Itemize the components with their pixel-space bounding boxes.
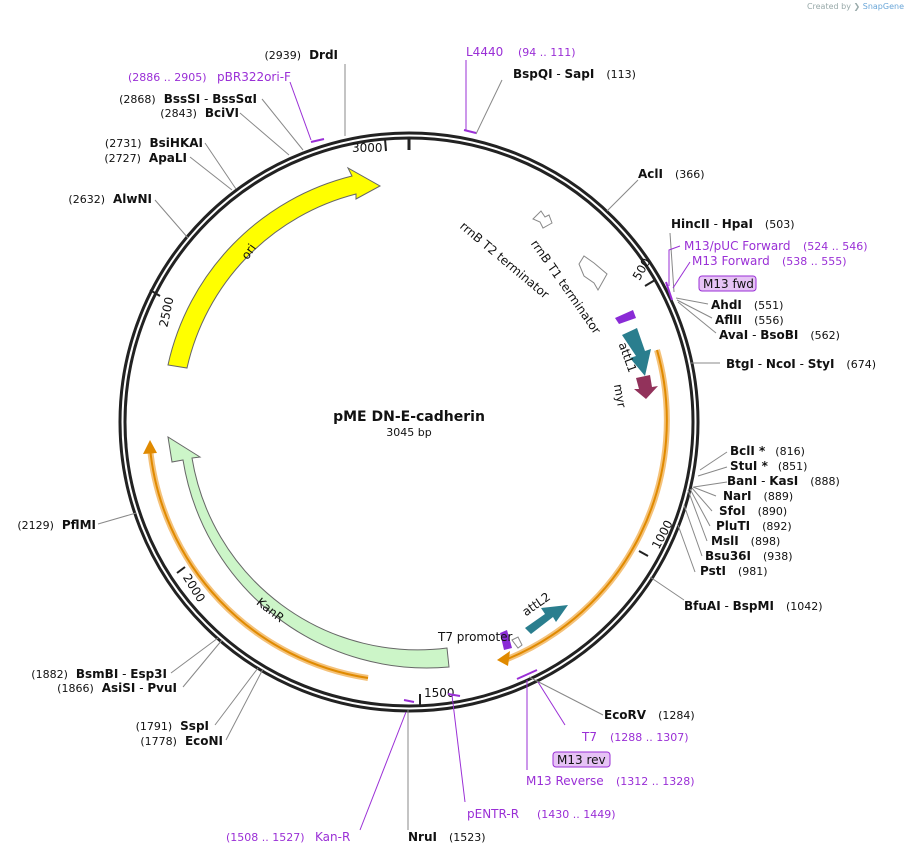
primer-l4440-name: L4440 [466,45,503,59]
badge-m13-rev-bg [552,751,611,768]
enzyme-sspi: (1791)SspI [136,719,209,733]
tick-1000: 1000 [649,518,676,552]
enzyme-acli: AclI(366) [638,167,705,181]
orf-arc-right-line [504,349,668,661]
feature-kanr [167,435,450,669]
tick-1500: 1500 [424,686,455,700]
tick-2500: 2500 [156,296,176,329]
enzyme-bfuai: BfuAI - BspMI(1042) [684,599,823,613]
plasmid-name: pME DN-E-cadherin [333,409,485,425]
primer-m13rev-range: (1312 .. 1328) [616,775,695,788]
enzyme-nrui: NruI(1523) [408,830,486,844]
enzyme-bcli: BclI *(816) [730,444,805,458]
snapgene-logo-icon: ❯ [853,2,861,11]
feature-purple-marker-bottom [500,630,512,650]
primer-t7-name: T7 [581,730,597,744]
tick-marks [149,138,656,706]
badge-m13-rev: M13 rev [557,753,606,767]
orf-arc-right-head [497,651,510,666]
enzyme-bsmbi: (1882)BsmBI - Esp3I [31,667,167,681]
enzyme-bsihkai: (2731)BsiHKAI [105,136,203,150]
enzyme-btgi: BtgI - NcoI - StyI(674) [726,357,876,371]
primer-l4440-range: (94 .. 111) [518,46,576,59]
enzyme-bcivi: (2843)BciVI [160,106,239,120]
feature-myr [634,375,658,399]
primer-m13rev-name: M13 Reverse [526,774,604,788]
orf-arc-left-head [143,440,157,454]
enzyme-pflmi: (2129)PflMI [17,518,96,532]
credit-brand: SnapGene [862,2,904,11]
enzyme-alwni: (2632)AlwNI [68,192,152,206]
enzyme-psti: PstI(981) [700,564,768,578]
tick-3000: 3000 [352,141,383,155]
enzyme-econi: (1778)EcoNI [140,734,223,748]
primer-m13puc-range: (524 .. 546) [803,240,868,253]
enzyme-bani: BanI - KasI(888) [727,474,840,488]
primer-kanr-range: (1508 .. 1527) [226,831,305,844]
enzyme-ecorv: EcoRV(1284) [604,708,695,722]
enzyme-avai: AvaI - BsoBI(562) [719,328,840,342]
feature-t7-promoter-label: T7 promoter [437,630,513,644]
enzyme-connectors [97,64,728,830]
enzyme-sfoi: SfoI(890) [719,504,787,518]
primer-pbr322-name: pBR322ori-F [217,70,291,84]
feature-rrnb-t2-label: rrnB T2 terminator [457,219,552,302]
feature-t7-promoter [511,636,523,649]
enzyme-asisi: (1866)AsiSI - PvuI [57,681,177,695]
backbone-outer [118,131,700,713]
primer-t7-range: (1288 .. 1307) [610,731,689,744]
primer-m13fwd-range: (538 .. 555) [782,255,847,268]
orf-arc-left-line [149,447,369,679]
enzyme-nari: NarI(889) [723,489,793,503]
feature-attl1 [622,328,651,376]
enzyme-ahdi: AhdI(551) [711,298,783,312]
tick-2000: 2000 [180,571,208,604]
enzyme-aflii: AflII(556) [715,313,784,327]
primer-pbr322-range: (2886 .. 2905) [128,71,207,84]
enzyme-bsssi: (2868)BssSI - BssSαI [119,92,257,106]
feature-rrnb-t2 [532,210,553,229]
credit: Created by ❯ SnapGene [807,2,904,11]
enzyme-bspqi: BspQI - SapI(113) [513,67,636,81]
primer-m13fwd-name: M13 Forward [692,254,770,268]
feature-ori [167,166,382,369]
feature-attl2 [525,605,568,634]
enzyme-drdi: (2939)DrdI [264,48,338,62]
feature-myr-label: myr [611,383,629,409]
primer-pentr-range: (1430 .. 1449) [537,808,616,821]
primer-pentr-name: pENTR-R [467,807,519,821]
credit-prefix: Created by [806,2,851,11]
primer-m13puc-name: M13/pUC Forward [684,239,791,253]
enzyme-bsu36i: Bsu36I(938) [705,549,793,563]
enzyme-apali: (2727)ApaLI [104,151,187,165]
plasmid-length: 3045 bp [386,426,431,439]
enzyme-msli: MslI(898) [711,534,780,548]
enzyme-pluti: PluTI(892) [716,519,792,533]
primer-connectors [289,60,691,831]
primer-kanr-name: Kan-R [315,830,350,844]
enzyme-stui: StuI *(851) [730,459,807,473]
badge-m13-fwd-bg [698,275,757,292]
feature-purple-marker-top [615,310,636,324]
badge-m13-fwd: M13 fwd [703,277,754,291]
feature-rrnb-t1 [578,255,608,292]
enzyme-hincii: HincII - HpaI(503) [671,217,795,231]
